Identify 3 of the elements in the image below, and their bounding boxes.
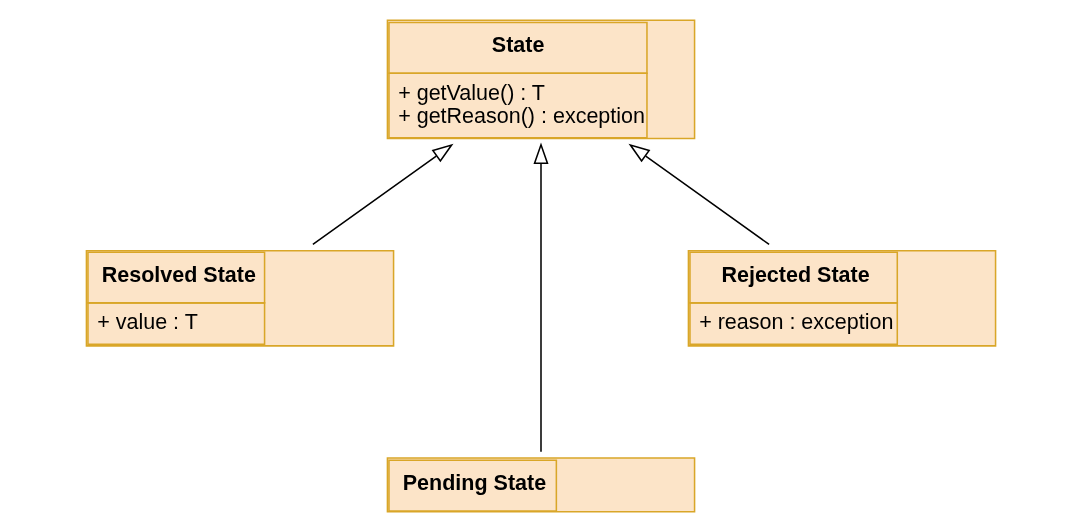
arrow [532,142,549,453]
arrow [311,143,453,246]
arrow [628,143,770,246]
